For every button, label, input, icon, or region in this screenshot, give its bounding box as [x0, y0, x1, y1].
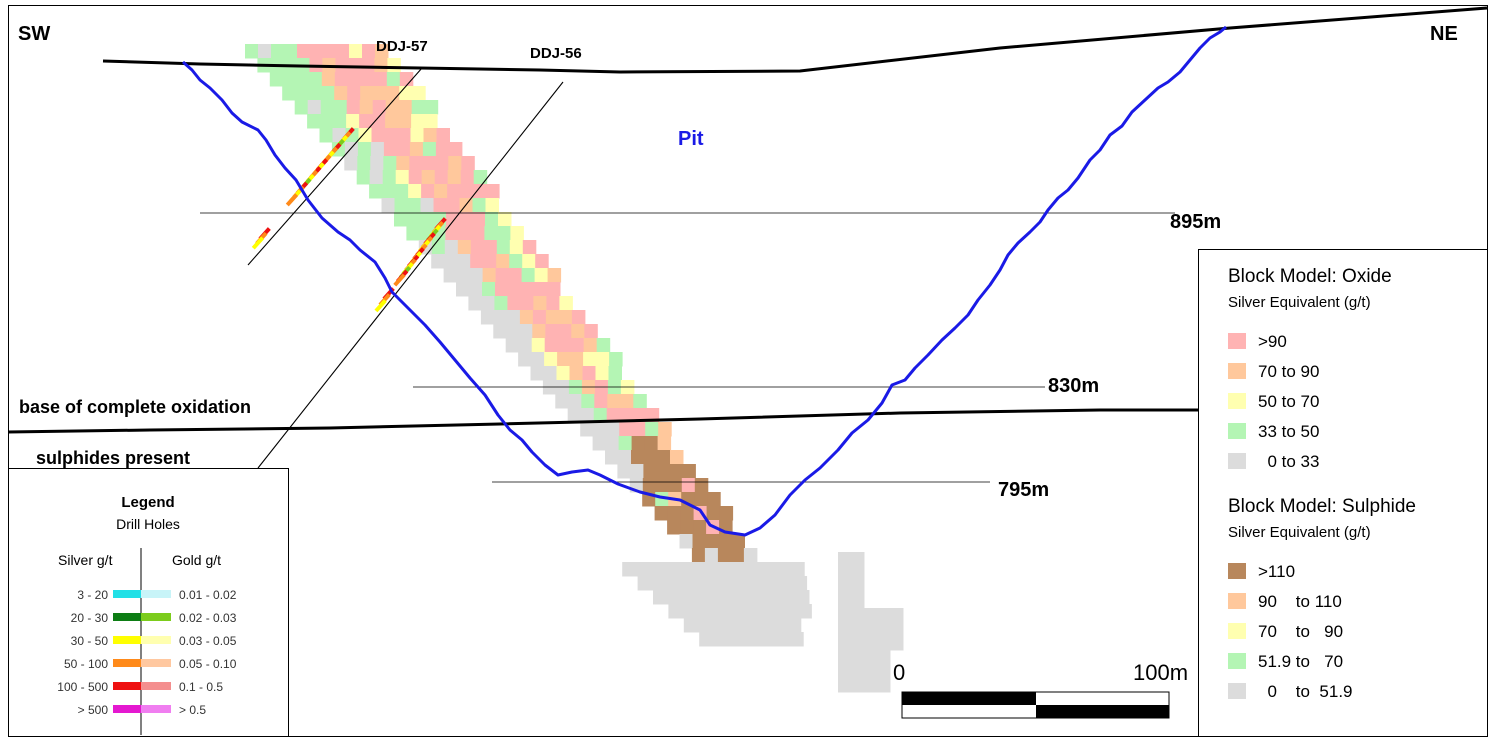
- oxidation-label: base of complete oxidation: [19, 397, 251, 417]
- oxide-legend-subtitle: Silver Equivalent (g/t): [1228, 294, 1371, 311]
- legend-swatch: [1228, 333, 1246, 349]
- drill-legend-subtitle: Drill Holes: [116, 516, 180, 532]
- legend-swatch: [1228, 423, 1246, 439]
- drill-hole-ddj56-label: DDJ-56: [530, 45, 582, 62]
- gold-range-label: 0.1 - 0.5: [179, 680, 223, 694]
- silver-range-label: 30 - 50: [71, 634, 109, 648]
- legend-swatch: [1228, 393, 1246, 409]
- drill-hole-legend: Legend Drill Holes Silver g/t Gold g/t 3…: [8, 468, 289, 737]
- legend-item-label: 51.9 to 70: [1258, 652, 1343, 671]
- oxide-legend-title: Block Model: Oxide: [1228, 266, 1392, 287]
- block-model: [245, 44, 904, 693]
- legend-item-label: 50 to 70: [1258, 392, 1319, 411]
- block-model-legend: Block Model: Oxide Silver Equivalent (g/…: [1198, 249, 1488, 737]
- legend-swatch: [1228, 563, 1246, 579]
- base-of-oxidation-line: [7, 408, 1200, 434]
- legend-item-label: >90: [1258, 332, 1287, 351]
- legend-item-label: >110: [1258, 562, 1295, 581]
- gold-swatch: [141, 590, 171, 598]
- scale-bar-start: 0: [893, 660, 905, 685]
- silver-swatch: [113, 636, 141, 644]
- gold-swatch: [141, 659, 171, 667]
- legend-item-label: 33 to 50: [1258, 422, 1319, 441]
- elevation-795-label: 795m: [998, 479, 1049, 501]
- scale-bar: 0 100m: [893, 660, 1188, 719]
- legend-item-label: 0 to 33: [1258, 452, 1319, 471]
- drill-hole-ddj56-trace: [257, 81, 564, 469]
- pit-label: Pit: [678, 128, 704, 150]
- scale-bar-end: 100m: [1133, 660, 1188, 685]
- legend-swatch: [1228, 453, 1246, 469]
- elevation-895-label: 895m: [1170, 211, 1221, 233]
- sulphide-legend-title: Block Model: Sulphide: [1228, 496, 1416, 517]
- gold-swatch: [141, 613, 171, 621]
- legend-item-label: 90 to 110: [1258, 592, 1342, 611]
- sulphide-legend-subtitle: Silver Equivalent (g/t): [1228, 524, 1371, 541]
- legend-item-label: 70 to 90: [1258, 622, 1343, 641]
- silver-swatch: [113, 613, 141, 621]
- silver-swatch: [113, 705, 141, 713]
- topography-line: [102, 6, 1488, 74]
- gold-header: Gold g/t: [172, 552, 221, 568]
- silver-swatch: [113, 682, 141, 690]
- silver-range-label: > 500: [78, 703, 109, 717]
- drill-legend-title: Legend: [121, 494, 174, 511]
- legend-swatch: [1228, 653, 1246, 669]
- silver-range-label: 50 - 100: [64, 657, 108, 671]
- gold-range-label: > 0.5: [179, 703, 206, 717]
- legend-item-label: 0 to 51.9: [1258, 682, 1353, 701]
- gold-range-label: 0.02 - 0.03: [179, 611, 237, 625]
- silver-range-label: 100 - 500: [57, 680, 108, 694]
- sw-label: SW: [18, 23, 50, 45]
- silver-header: Silver g/t: [58, 552, 113, 568]
- gold-swatch: [141, 705, 171, 713]
- drill-assay-intervals: [251, 127, 447, 313]
- silver-swatch: [113, 590, 141, 598]
- drill-hole-ddj57-label: DDJ-57: [376, 38, 428, 55]
- legend-item-label: 70 to 90: [1258, 362, 1319, 381]
- pit-outline: [182, 25, 1227, 537]
- drill-hole-ddj57-trace: [247, 67, 423, 266]
- legend-swatch: [1228, 683, 1246, 699]
- legend-swatch: [1228, 593, 1246, 609]
- silver-range-label: 20 - 30: [71, 611, 109, 625]
- gold-range-label: 0.01 - 0.02: [179, 588, 237, 602]
- silver-swatch: [113, 659, 141, 667]
- gold-range-label: 0.05 - 0.10: [179, 657, 237, 671]
- silver-range-label: 3 - 20: [77, 588, 108, 602]
- ne-label: NE: [1430, 23, 1458, 45]
- gold-range-label: 0.03 - 0.05: [179, 634, 237, 648]
- sulphides-label: sulphides present: [36, 448, 190, 468]
- gold-swatch: [141, 682, 171, 690]
- legend-swatch: [1228, 623, 1246, 639]
- legend-swatch: [1228, 363, 1246, 379]
- elevation-830-label: 830m: [1048, 375, 1099, 397]
- gold-swatch: [141, 636, 171, 644]
